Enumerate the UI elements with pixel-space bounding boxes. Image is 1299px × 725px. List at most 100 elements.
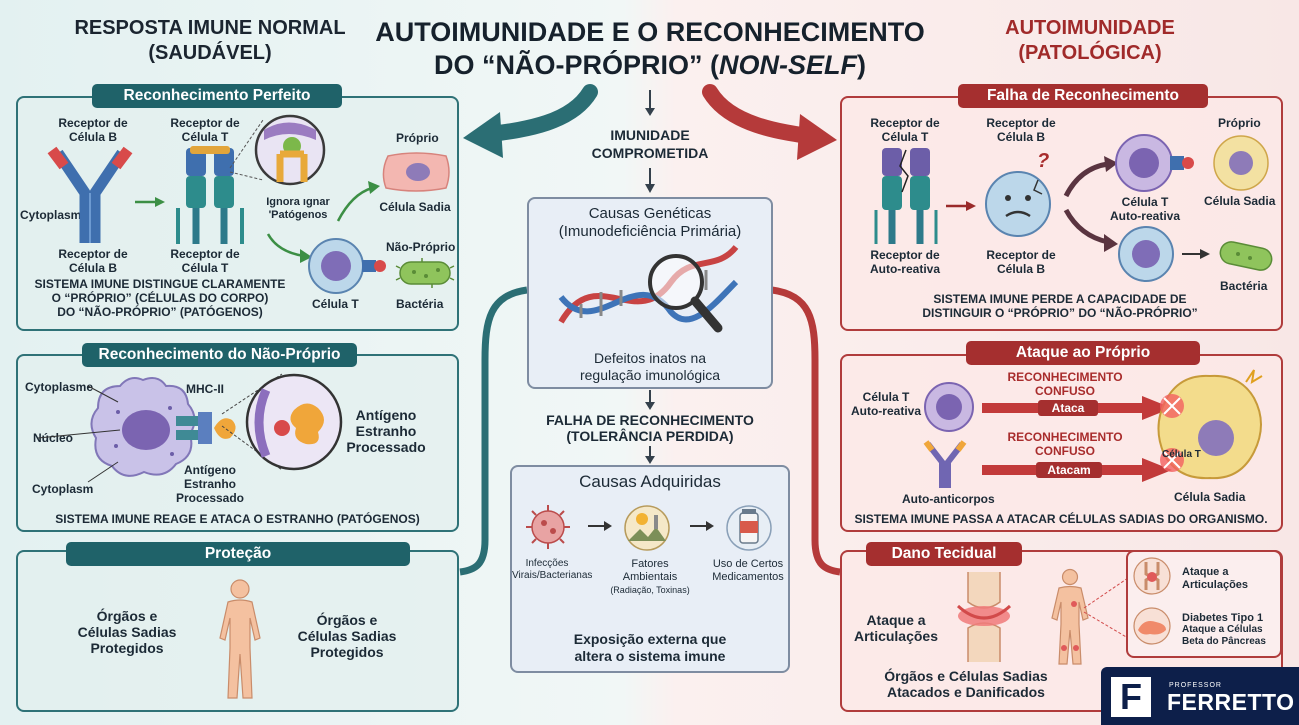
ignore-pathogens-label: Ignora ıgnar'Patógenos: [266, 196, 330, 221]
virus-icon: [526, 505, 570, 549]
environment-icon: [624, 505, 670, 551]
mhc-complex-icon: [176, 412, 236, 444]
cytoplasm2-label: Cytoplasm: [32, 482, 94, 496]
antigen-zoom-icon: [221, 373, 343, 471]
t-cell-label: Célula T: [312, 297, 359, 311]
nonself-recognition-tab: Reconhecimento do Não-Próprio: [82, 343, 357, 367]
logo-letter: F: [1111, 677, 1151, 717]
knee-joint-icon: [956, 572, 1012, 662]
autoreactive-t-cell-icon: [1115, 134, 1194, 192]
bacteria-label: Bactéria: [396, 297, 444, 311]
attack-caption: SISTEMA IMUNE PASSA A ATACAR CÉLULAS SAD…: [854, 512, 1268, 526]
broken-t-receptor-icon: [874, 148, 938, 244]
healthy-cell-icon: [382, 152, 450, 192]
zoom-receptor-icon: [229, 114, 326, 186]
recognition-failure-label: FALHA DE RECONHECIMENTO(TOLERÂNCIA PERDI…: [546, 412, 754, 444]
t-cell-receptor-icon: [176, 146, 244, 244]
recognition-failure-tab: Falha de Reconhecimento: [958, 84, 1208, 108]
acquired-causes-panel: [510, 465, 790, 673]
nonself-recognition-panel: [16, 354, 459, 532]
perfect-recognition-tab: Reconhecimento Perfeito: [92, 84, 342, 108]
healthy-cell-label-2: Célula Sadia: [1174, 490, 1246, 504]
arrow-icon: [1182, 249, 1210, 259]
non-self-label: Não-Próprio: [386, 240, 456, 254]
macrophage-icon: [37, 377, 196, 483]
confused-b-cell-icon: [985, 171, 1051, 237]
joint-attack-icon: [1133, 557, 1171, 595]
autoantibodies-label: Auto-anticorpos: [902, 492, 995, 506]
antibody-icon: [923, 440, 967, 488]
human-body-icon: [219, 579, 261, 699]
attack-label: Ataca: [1038, 400, 1098, 416]
t-cell-small-label: Célula T: [1162, 449, 1201, 460]
recognition-failure-panel: [840, 96, 1283, 331]
logo-small-text: PROFESSOR: [1169, 682, 1222, 689]
self-label: Próprio: [1218, 116, 1261, 130]
tissue-damage-tab: Dano Tecidual: [866, 542, 1022, 566]
arrow-icon: [690, 521, 714, 531]
medication-icon: [726, 505, 772, 551]
bacteria-icon: [395, 258, 455, 288]
protection-tab: Proteção: [66, 542, 410, 566]
arrow-icon: [135, 197, 165, 207]
perfect-caption: SISTEMA IMUNE DISTINGUE CLARAMENTE O “PR…: [34, 277, 286, 319]
split-arrows: [1063, 156, 1118, 252]
right-heading: AUTOIMUNIDADE (PATOLÓGICA): [1005, 17, 1175, 64]
mhc-label: MHC-II: [186, 382, 224, 396]
main-title: AUTOIMUNIDADE E O RECONHECIMENTO DO “NÃO…: [375, 17, 925, 80]
self-label: Próprio: [396, 131, 439, 145]
t-cell-icon: [308, 238, 386, 294]
curved-arrows: [266, 181, 380, 263]
cytoplasme-label: Cytoplasme: [25, 380, 94, 394]
healthy-cell-label: Célula Sadia: [379, 200, 451, 214]
pancreas-icon: [1133, 607, 1171, 645]
ferretto-logo: F PROFESSOR FERRETTO: [1101, 667, 1299, 725]
dna-magnifier-icon: [558, 244, 739, 333]
genetic-causes-title: Causas Genéticas(Imunodeficiência Primár…: [558, 205, 742, 240]
arrow-icon: [588, 521, 612, 531]
self-attack-tab: Ataque ao Próprio: [966, 341, 1200, 365]
bacteria-label: Bactéria: [1220, 279, 1268, 293]
question-mark: ?: [1037, 150, 1050, 172]
logo-big-text: FERRETTO: [1167, 689, 1295, 715]
nonself-caption: SISTEMA IMUNE REAGE E ATACA O ESTRANHO (…: [55, 512, 420, 526]
bacteria-icon: [1219, 241, 1273, 271]
acquired-causes-title: Causas Adquiridas: [579, 472, 721, 491]
arrow-icon: [946, 201, 976, 211]
human-body-icon: [1051, 568, 1129, 665]
left-heading: RESPOSTA IMUNE NORMAL (SAUDÁVEL): [74, 17, 346, 64]
b-cell-receptor-icon: [47, 146, 133, 243]
b-cell-icon: [1118, 226, 1174, 282]
nucleus-label: Núcleo: [33, 431, 74, 445]
cytoplasm-label: Cytoplasm: [20, 208, 82, 222]
autoreactive-t-cell-icon: [924, 382, 974, 432]
healthy-cell-label: Célula Sadia: [1204, 194, 1276, 208]
